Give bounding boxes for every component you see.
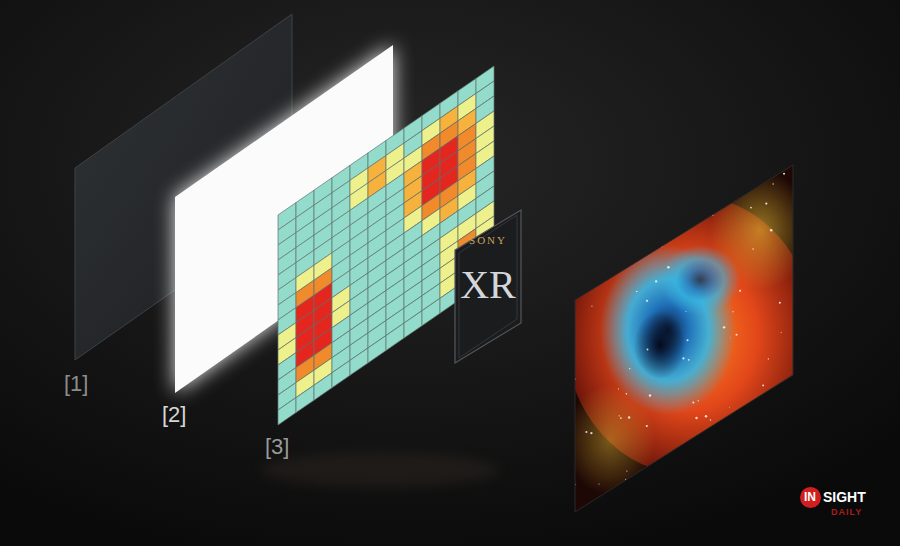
star bbox=[656, 475, 657, 476]
star bbox=[733, 311, 734, 312]
star bbox=[698, 400, 699, 401]
star bbox=[712, 466, 714, 468]
star bbox=[779, 302, 781, 304]
processor-chip: SONY XR bbox=[453, 205, 523, 367]
callout-number: [3] bbox=[265, 436, 289, 458]
star bbox=[628, 416, 630, 418]
star bbox=[703, 212, 705, 214]
star bbox=[580, 268, 582, 270]
star bbox=[626, 470, 627, 471]
backlight-panel bbox=[175, 45, 393, 393]
star bbox=[692, 402, 694, 404]
reflection bbox=[260, 452, 500, 488]
grid-cell bbox=[368, 335, 386, 362]
star bbox=[723, 326, 725, 328]
star bbox=[620, 417, 622, 419]
star bbox=[768, 358, 769, 359]
star bbox=[647, 217, 648, 218]
grid-cell bbox=[386, 323, 404, 350]
star bbox=[700, 480, 702, 482]
star bbox=[713, 484, 715, 486]
star bbox=[667, 266, 669, 268]
star bbox=[642, 506, 645, 509]
star bbox=[576, 250, 578, 252]
star bbox=[752, 248, 753, 249]
star bbox=[782, 430, 784, 432]
star bbox=[587, 259, 589, 261]
screen-frame bbox=[575, 165, 793, 512]
callout-number: [1] bbox=[64, 373, 88, 395]
grid-cell bbox=[404, 311, 422, 338]
star bbox=[682, 357, 684, 359]
node-text: XR bbox=[460, 265, 516, 305]
star bbox=[724, 474, 726, 476]
node-heading: IN bbox=[804, 491, 816, 503]
star bbox=[783, 173, 785, 175]
chip-body bbox=[455, 210, 521, 363]
node-heading: SONY bbox=[469, 235, 507, 246]
star bbox=[686, 222, 688, 224]
callout-number: [2] bbox=[162, 404, 186, 426]
star bbox=[772, 428, 773, 429]
star bbox=[646, 300, 648, 302]
star bbox=[762, 384, 764, 386]
star bbox=[728, 406, 730, 408]
star bbox=[750, 207, 752, 209]
star bbox=[685, 311, 686, 312]
star bbox=[736, 334, 738, 336]
grid-cell bbox=[296, 385, 314, 412]
star bbox=[730, 337, 732, 339]
star bbox=[646, 425, 648, 427]
grid-cell bbox=[332, 360, 350, 387]
grid-cell bbox=[422, 298, 440, 325]
star bbox=[590, 432, 592, 434]
star bbox=[775, 403, 777, 405]
grid-cell bbox=[314, 373, 332, 400]
star bbox=[695, 417, 697, 419]
logo-badge: IN bbox=[800, 487, 821, 508]
star bbox=[765, 202, 767, 204]
star bbox=[591, 306, 592, 307]
star bbox=[710, 419, 711, 420]
star bbox=[626, 393, 628, 395]
star bbox=[629, 368, 630, 369]
star bbox=[767, 473, 769, 475]
star bbox=[680, 165, 682, 167]
star bbox=[623, 237, 625, 239]
star bbox=[671, 222, 673, 224]
star bbox=[636, 291, 638, 293]
star bbox=[688, 359, 690, 361]
star bbox=[649, 394, 651, 396]
star bbox=[774, 480, 776, 482]
star bbox=[599, 483, 600, 484]
star bbox=[591, 510, 592, 511]
panel-glow bbox=[175, 45, 393, 393]
star bbox=[619, 415, 620, 416]
star bbox=[705, 415, 707, 417]
watermark: SIGHT bbox=[823, 490, 866, 504]
star bbox=[770, 229, 773, 232]
star bbox=[585, 431, 587, 433]
chip-bevel bbox=[459, 215, 517, 358]
star bbox=[687, 339, 689, 341]
grid-cell bbox=[350, 348, 368, 375]
watermark: DAILY bbox=[831, 508, 862, 517]
star bbox=[618, 388, 619, 389]
star bbox=[647, 349, 649, 351]
screen-image bbox=[565, 160, 815, 520]
grid-cell bbox=[278, 398, 296, 425]
star bbox=[766, 463, 769, 466]
star bbox=[739, 290, 741, 292]
star bbox=[781, 332, 782, 333]
star bbox=[772, 183, 773, 184]
star bbox=[655, 280, 657, 282]
